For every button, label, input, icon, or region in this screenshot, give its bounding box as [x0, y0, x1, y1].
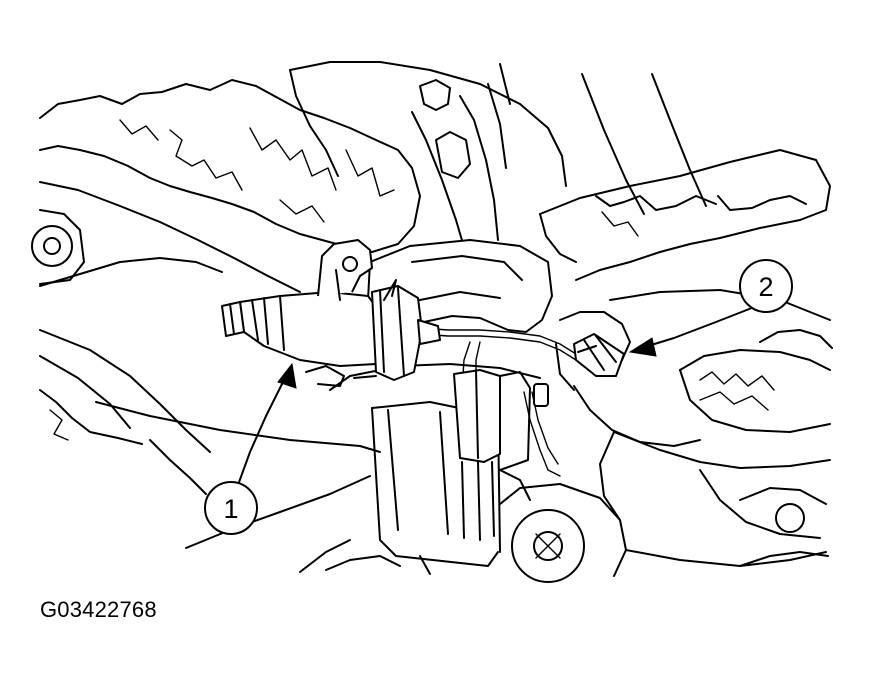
pedal-rod-assembly	[289, 61, 567, 255]
callout-1: 1	[204, 481, 258, 535]
lower-left-housing	[39, 329, 381, 549]
leader-arrows	[233, 303, 763, 497]
electrical-connector	[573, 333, 625, 377]
callout-2-label: 2	[758, 272, 773, 302]
clutch-switch	[221, 239, 441, 387]
right-bracket	[499, 73, 833, 583]
lower-bracket	[299, 363, 541, 575]
callout-2: 2	[739, 259, 793, 313]
connector-module	[453, 369, 549, 541]
figure-id-label: G03422768	[40, 597, 157, 622]
callout-1-label: 1	[223, 494, 238, 524]
upper-casting	[31, 79, 421, 293]
